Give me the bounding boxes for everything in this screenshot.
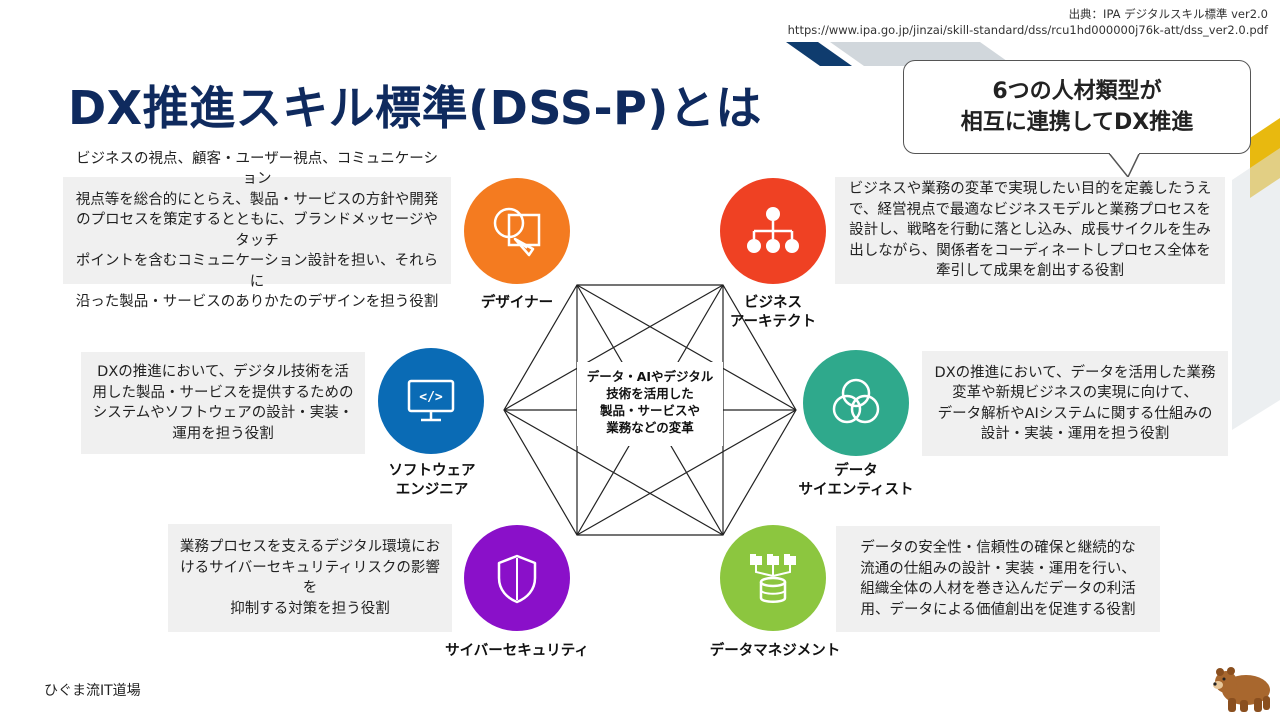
label-line: ソフトウェア [388,463,476,479]
desc-line: ポイントを含むコミュニケーション設計を担い、それらに [75,253,439,290]
callout-line-2: 相互に連携してDX推進 [960,110,1194,135]
org-chart-icon [747,207,799,253]
desc-line: 設計し、戦略を行動に落とし込み、成長サイクルを生み [849,222,1211,239]
desc-line: ビジネスの視点、顧客・ユーザー視点、コミュニケーション [76,150,438,188]
software-engineer-description: DXの推進において、デジタル技術を活 用した製品・サービスを提供するための シス… [81,352,365,454]
code-monitor-icon: </> [407,379,455,422]
cyber-security-description: 業務プロセスを支えるデジタル環境にお けるサイバーセキュリティリスクの影響を 抑… [168,524,452,632]
desc-line: のプロセスを策定するとともに、ブランドメッセージやタッチ [76,212,438,249]
software-engineer-circle: </> [378,348,484,454]
page-title: DX推進スキル標準(DSS-P)とは [68,81,762,135]
svg-text:</>: </> [419,390,443,405]
design-tool-icon [493,207,541,257]
desc-line: で、経営視点で最適なビジネスモデルと業務プロセスを [849,201,1211,218]
data-scientist-label: データ サイエンティスト [796,462,916,500]
desc-line: 沿った製品・サービスのありかたのデザインを担う役割 [75,294,439,310]
center-text-line: 技術を活用した [606,386,694,401]
label-line: データ [834,463,878,479]
bear-mascot-icon [1213,667,1270,712]
source-url: https://www.ipa.go.jp/jinzai/skill-stand… [787,23,1268,37]
label-line: ビジネス [744,295,802,311]
desc-line: 流通の仕組みの設計・実装・運用を行い、 [860,560,1136,577]
desc-line: 変革や新規ビジネスの実現に向けて、 [952,385,1198,401]
data-scientist-description: DXの推進において、データを活用した業務 変革や新規ビジネスの実現に向けて、 デ… [922,351,1228,456]
label-line: アーキテクト [729,314,817,330]
desc-line: 出しながら、関係者をコーディネートしプロセス全体を [849,242,1211,259]
desc-line: 運用を担う役割 [172,425,274,442]
cyber-security-circle [464,525,570,631]
desc-line: 組織全体の人材を巻き込んだデータの利活 [860,581,1136,597]
source-citation: 出典：IPA デジタルスキル標準 ver2.0 https://www.ipa.… [788,6,1268,38]
desc-line: 視点等を総合的にとらえ、製品・サービスの方針や開発 [75,191,439,208]
software-engineer-label: ソフトウェア エンジニア [372,462,492,500]
desc-line: データ解析やAIシステムに関する仕組みの [937,405,1213,422]
center-text-line: 業務などの変革 [606,420,694,435]
desc-line: 業務プロセスを支えるデジタル環境にお [179,539,441,555]
center-text-line: 製品・サービスや [599,403,700,418]
label-line: エンジニア [395,482,469,498]
desc-line: DXの推進において、データを活用した業務 [934,364,1216,381]
desc-line: けるサイバーセキュリティリスクの影響を [180,559,440,597]
desc-line: 牽引して成果を創出する役割 [935,263,1125,280]
desc-line: ビジネスや業務の変革で実現したい目的を定義したうえ [848,181,1212,198]
callout-line-1: 6つの人材類型が [992,79,1162,104]
desc-line: データの安全性・信頼性の確保と継続的な [860,540,1136,556]
business-architect-description: ビジネスや業務の変革で実現したい目的を定義したうえ で、経営視点で最適なビジネス… [835,177,1225,284]
desc-line: 抑制する対策を担う役割 [230,600,390,617]
designer-description: ビジネスの視点、顧客・ユーザー視点、コミュニケーション 視点等を総合的にとらえ、… [63,151,451,310]
desc-line: 用した製品・サービスを提供するための [92,384,354,401]
designer-label: デザイナー [480,295,554,311]
database-folders-icon [750,554,796,603]
callout-bubble: 6つの人材類型が 相互に連携してDX推進 [903,60,1251,154]
venn-diagram-icon [832,378,880,424]
data-management-label: データマネジメント [709,643,841,659]
business-architect-circle [720,178,826,284]
desc-line: DXの推進において、デジタル技術を活 [97,364,349,380]
desc-line: システムやソフトウェアの設計・実装・ [92,405,354,421]
cyber-security-label: サイバーセキュリティ [445,643,589,659]
footer-brand: ひぐま流IT道場 [44,683,141,699]
data-management-circle [720,525,826,631]
data-management-description: データの安全性・信頼性の確保と継続的な 流通の仕組みの設計・実装・運用を行い、 … [836,526,1160,632]
desc-line: 用、データによる価値創出を促進する役割 [860,601,1136,618]
center-text-line: データ・AIやデジタル [586,369,714,384]
desc-line: 設計・実装・運用を担う役割 [980,426,1170,442]
business-architect-label: ビジネス アーキテクト [718,294,828,332]
shield-icon [497,554,537,604]
data-scientist-circle [803,350,909,456]
center-theme-text: データ・AIやデジタル 技術を活用した 製品・サービスや 業務などの変革 [575,368,725,436]
designer-circle [464,178,570,284]
source-line-1: 出典：IPA デジタルスキル標準 ver2.0 [1068,7,1268,21]
label-line: サイエンティスト [798,482,914,498]
